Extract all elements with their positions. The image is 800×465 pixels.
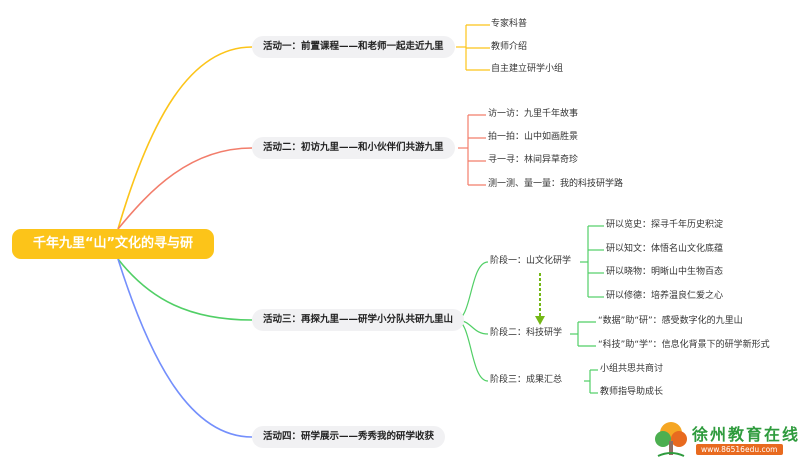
branch-connector-1 [117,46,253,230]
activity-3-node: 活动三：再探九里——研学小分队共研九里山 [252,309,465,331]
activity-4-node: 活动四：研学展示——秀秀我的研学收获 [252,426,446,448]
leaf-item: 自主建立研学小组 [491,64,564,74]
leaf-item: 教师指导助成长 [600,387,664,397]
branch-connector-2 [117,147,253,230]
leaf-item: 测一测、量一量：我的科技研学路 [488,179,624,189]
watermark-logo: 徐州教育在线 www.86516edu.com [652,419,798,461]
leaf-item: 教师介绍 [491,42,528,52]
leaf-item: 访一访：九里千年故事 [488,109,579,119]
watermark-name: 徐州教育在线 [692,425,800,444]
leaf-item: 拍一拍：山中如画胜景 [488,132,579,142]
root-node: 千年九里“山”文化的寻与研 [12,229,214,259]
stage-node-3: 阶段三：成果汇总 [490,375,563,385]
stage-node-2: 阶段二：科技研学 [490,328,563,338]
branch-connector-3 [117,258,253,321]
leaf-item: 研以知文：体悟名山文化底蕴 [606,244,724,254]
leaf-item: “科技”助“学”：信息化背景下的研学新形式 [598,340,770,350]
tree-logo-icon [655,422,687,457]
leaf-item: 研以修德：培养温良仁爱之心 [606,291,724,301]
leaf-item: 小组共思共商讨 [600,364,664,374]
activity-1-node: 活动一：前置课程——和老师一起走近九里 [252,36,455,58]
activity-2-node: 活动二：初访九里——和小伙伴们共游九里 [252,137,455,159]
leaf-item: 研以晓物：明晰山中生物百态 [606,267,724,277]
stage-node-1: 阶段一：山文化研学 [490,256,572,266]
leaf-item: 专家科普 [491,19,528,29]
leaf-item: “数据”助“研”：感受数字化的九里山 [598,316,743,326]
branch-connector-4 [117,258,253,438]
leaf-item: 寻一寻：林间异草奇珍 [488,155,579,165]
leaf-item: 研以览史：探寻千年历史积淀 [606,220,724,230]
watermark-url: www.86516edu.com [696,444,783,455]
